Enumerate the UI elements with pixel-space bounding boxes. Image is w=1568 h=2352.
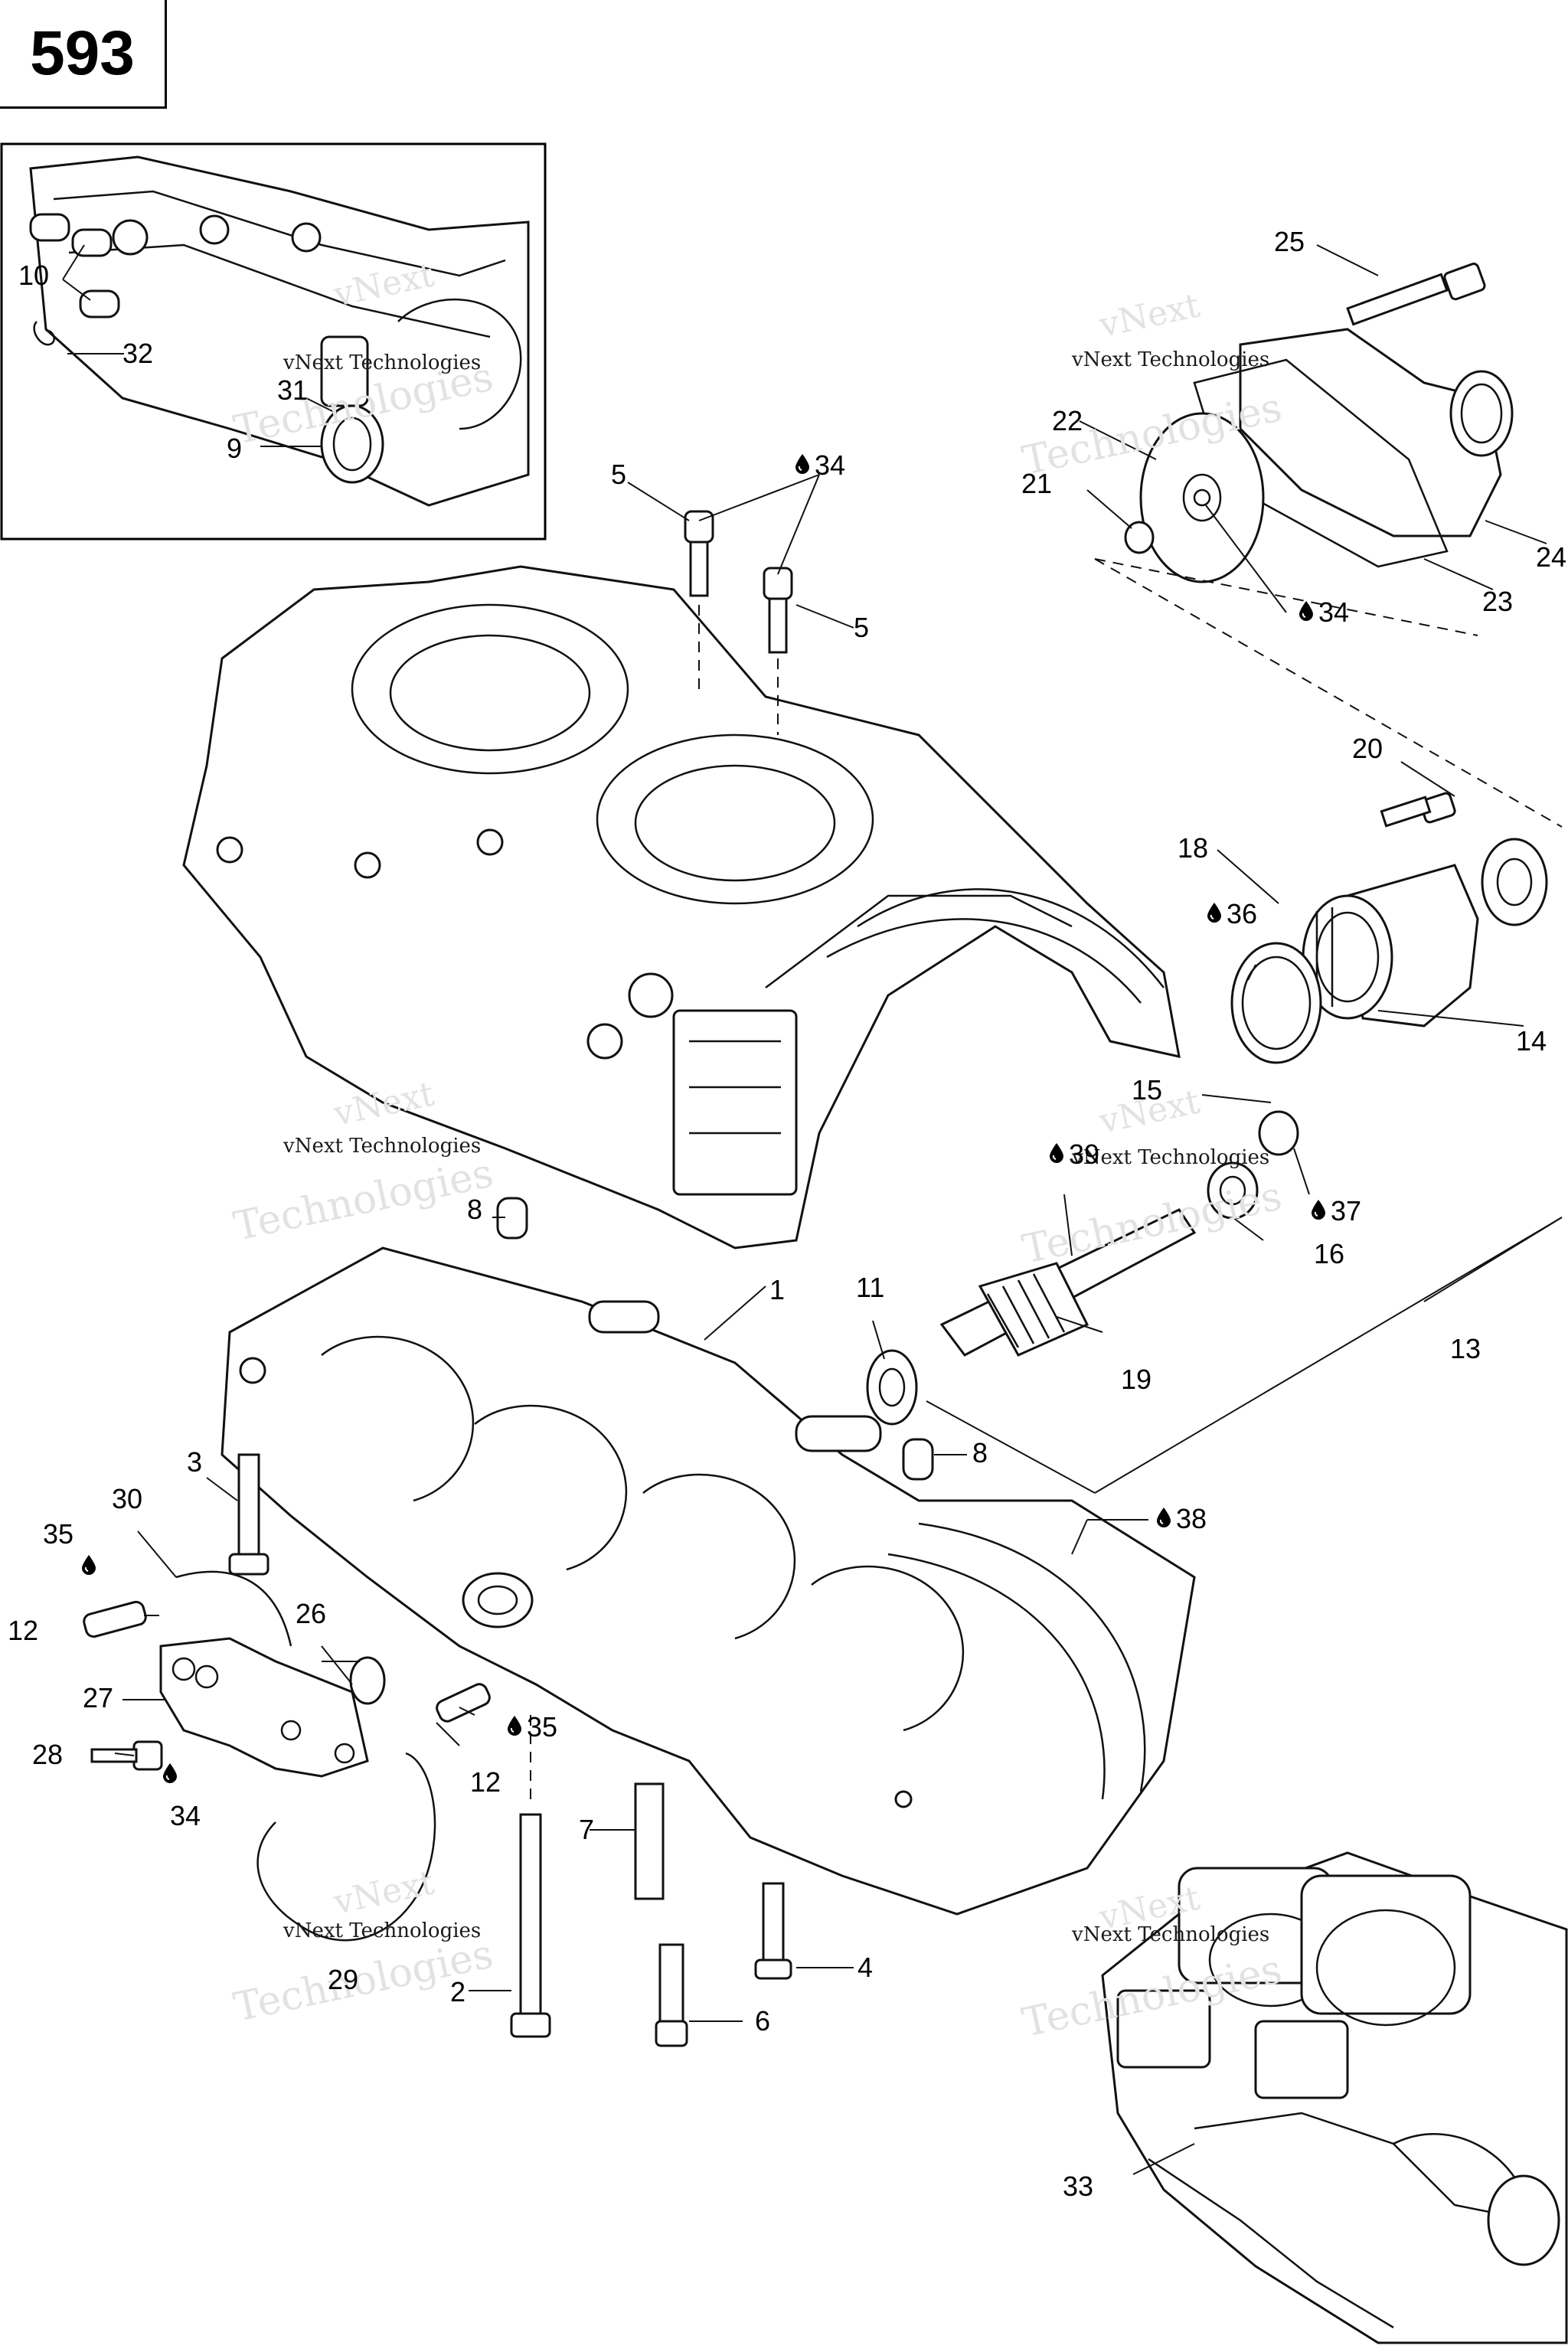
callout-2: 2: [450, 1976, 466, 2007]
callout-36: 36: [1227, 898, 1257, 929]
oil-drop-icon: [1298, 600, 1314, 622]
oil-drop-icon: [1156, 1507, 1171, 1528]
callout-35-left: 35: [43, 1518, 74, 1550]
callout-10: 10: [18, 260, 49, 291]
callout-33: 33: [1063, 2171, 1093, 2202]
callout-28: 28: [32, 1739, 63, 1770]
callout-12-left: 12: [8, 1615, 38, 1646]
callout-18: 18: [1178, 832, 1208, 864]
callout-34-top: 34: [815, 449, 845, 481]
callout-31: 31: [277, 374, 308, 406]
oil-pump-assembly: [83, 1570, 491, 1942]
watermark-label: vNext Technologies: [283, 1919, 481, 1942]
callout-21: 21: [1021, 468, 1052, 499]
callout-9: 9: [227, 433, 242, 464]
oil-drop-icon: [1207, 902, 1222, 923]
callout-39: 39: [1069, 1138, 1099, 1170]
callout-34-right: 34: [1318, 596, 1349, 628]
callout-29: 29: [328, 1964, 358, 1995]
lower-crankcase: [220, 1246, 1196, 1916]
watermark-label: vNext Technologies: [283, 351, 481, 374]
callout-7: 7: [579, 1814, 594, 1845]
oil-drop-icon: [795, 453, 810, 475]
watermark-label: vNext Technologies: [1071, 348, 1269, 371]
callout-23: 23: [1482, 586, 1513, 617]
watermark-line2: Technologies: [1018, 1173, 1285, 1272]
watermark-label: vNext Technologies: [1071, 1923, 1269, 1946]
callout-32: 32: [122, 338, 153, 369]
watermark-line1: vNext: [1096, 286, 1204, 345]
oil-drop-icon: [81, 1554, 96, 1576]
callout-11: 11: [856, 1272, 884, 1303]
assembled-engine: [1101, 1851, 1568, 2344]
watermark-label: vNext Technologies: [1071, 1146, 1269, 1169]
callout-14: 14: [1516, 1025, 1547, 1057]
fasteners: [228, 263, 1486, 2047]
oil-drop-icon: [1311, 1199, 1326, 1220]
callout-34-left: 34: [170, 1800, 201, 1831]
callout-6: 6: [755, 2005, 770, 2037]
watermark-label: vNext Technologies: [283, 1135, 481, 1158]
leader-lines: [114, 244, 1547, 2175]
upper-crankcase: [182, 565, 1181, 1250]
callout-27: 27: [83, 1682, 113, 1713]
callout-35-center: 35: [527, 1711, 557, 1743]
callout-5-top: 5: [611, 459, 626, 490]
callout-20: 20: [1352, 733, 1383, 764]
inset-detail: [0, 142, 547, 541]
water-pump-assembly: [1094, 328, 1563, 828]
watermark-line2: Technologies: [230, 1150, 497, 1250]
callout-13: 13: [1450, 1333, 1481, 1364]
callout-8-upper: 8: [467, 1194, 482, 1225]
page-number: 593: [30, 18, 135, 88]
oil-drop-icon: [1049, 1142, 1064, 1164]
callout-25: 25: [1274, 226, 1305, 257]
callout-labels: 1 2 3 4 5 5 6 7 8 8 9 10 11 12 12 13 14 …: [8, 226, 1566, 2202]
callout-16: 16: [1314, 1238, 1344, 1269]
callout-1: 1: [769, 1274, 785, 1305]
callout-38: 38: [1176, 1503, 1207, 1534]
callout-8-lower: 8: [972, 1437, 988, 1468]
callout-37: 37: [1331, 1195, 1361, 1227]
drive-shaft-assembly: [866, 838, 1563, 1494]
oil-drop-icon: [507, 1715, 522, 1736]
watermark-line1: vNext: [330, 1863, 438, 1922]
callout-15: 15: [1132, 1074, 1162, 1106]
callout-22: 22: [1052, 405, 1083, 436]
callout-12-center: 12: [470, 1766, 501, 1798]
callout-3: 3: [187, 1446, 202, 1478]
callout-30: 30: [112, 1483, 142, 1514]
callout-4: 4: [858, 1952, 873, 1983]
oil-drop-icon: [162, 1762, 178, 1784]
callout-19: 19: [1121, 1364, 1152, 1395]
page-number-box: 593: [0, 0, 167, 109]
callout-24: 24: [1536, 541, 1566, 573]
callout-26: 26: [296, 1598, 326, 1629]
callout-5-right: 5: [854, 612, 869, 643]
